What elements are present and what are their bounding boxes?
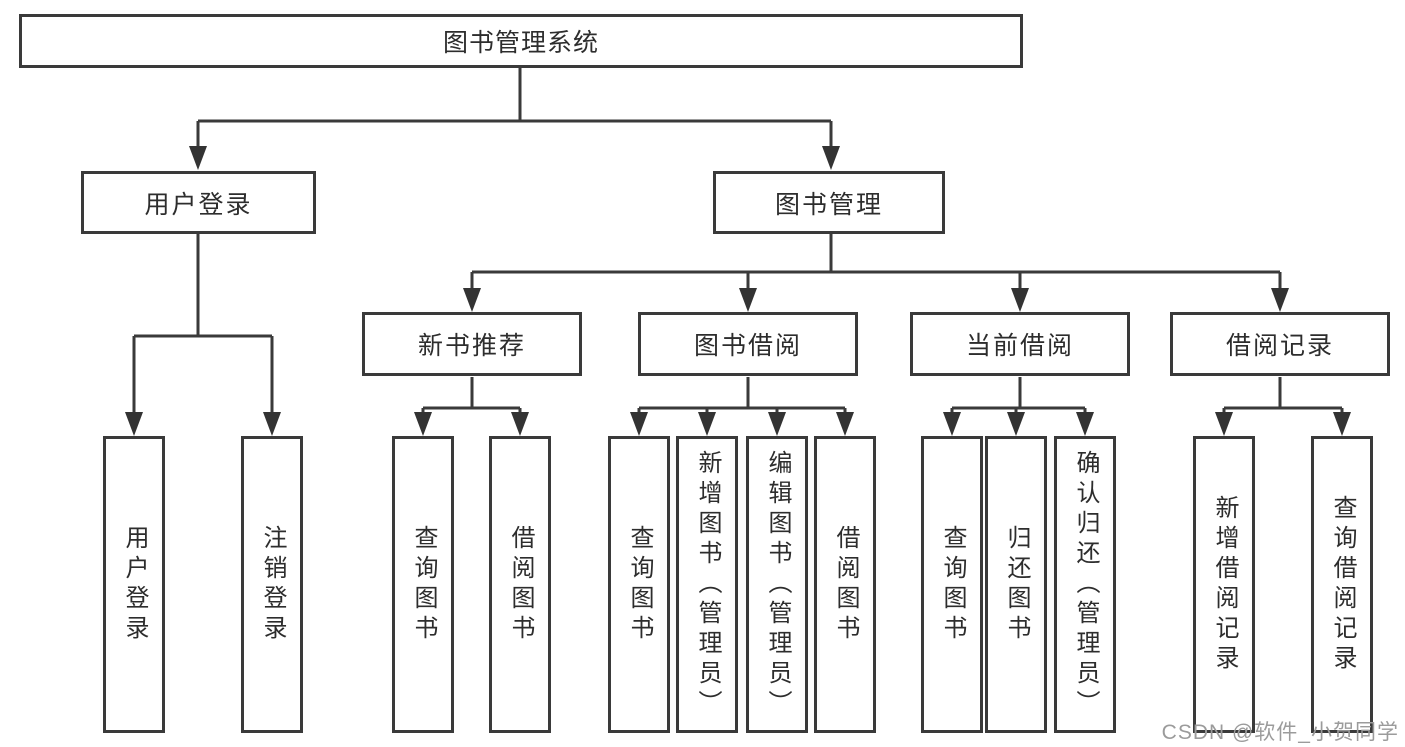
leaf-logout: 注销登录 xyxy=(241,436,303,733)
leaf-borrow-book: 借阅图书 xyxy=(814,436,876,733)
leaf-confirm-return-admin: 确认归还（管理员） xyxy=(1054,436,1116,733)
leaf-user-login: 用户登录 xyxy=(103,436,165,733)
leaf-borrow-book-recommend: 借阅图书 xyxy=(489,436,551,733)
leaf-query-books-current: 查询图书 xyxy=(921,436,983,733)
node-borrow-records: 借阅记录 xyxy=(1170,312,1390,376)
leaf-return-book: 归还图书 xyxy=(985,436,1047,733)
node-book-management: 图书管理 xyxy=(713,171,945,234)
node-current-borrow: 当前借阅 xyxy=(910,312,1130,376)
node-book-borrow: 图书借阅 xyxy=(638,312,858,376)
leaf-query-books-recommend: 查询图书 xyxy=(392,436,454,733)
leaf-query-books-borrow: 查询图书 xyxy=(608,436,670,733)
node-root: 图书管理系统 xyxy=(19,14,1023,68)
node-new-book-recommend: 新书推荐 xyxy=(362,312,582,376)
leaf-edit-book-admin: 编辑图书（管理员） xyxy=(746,436,808,733)
connector-paths xyxy=(132,68,1344,418)
node-user-login: 用户登录 xyxy=(81,171,316,234)
arrowheads xyxy=(125,146,1351,436)
csdn-watermark: CSDN @软件_小贺同学 xyxy=(1161,721,1399,744)
leaf-add-book-admin: 新增图书（管理员） xyxy=(676,436,738,733)
leaf-query-borrow-record: 查询借阅记录 xyxy=(1311,436,1373,733)
leaf-add-borrow-record: 新增借阅记录 xyxy=(1193,436,1255,733)
